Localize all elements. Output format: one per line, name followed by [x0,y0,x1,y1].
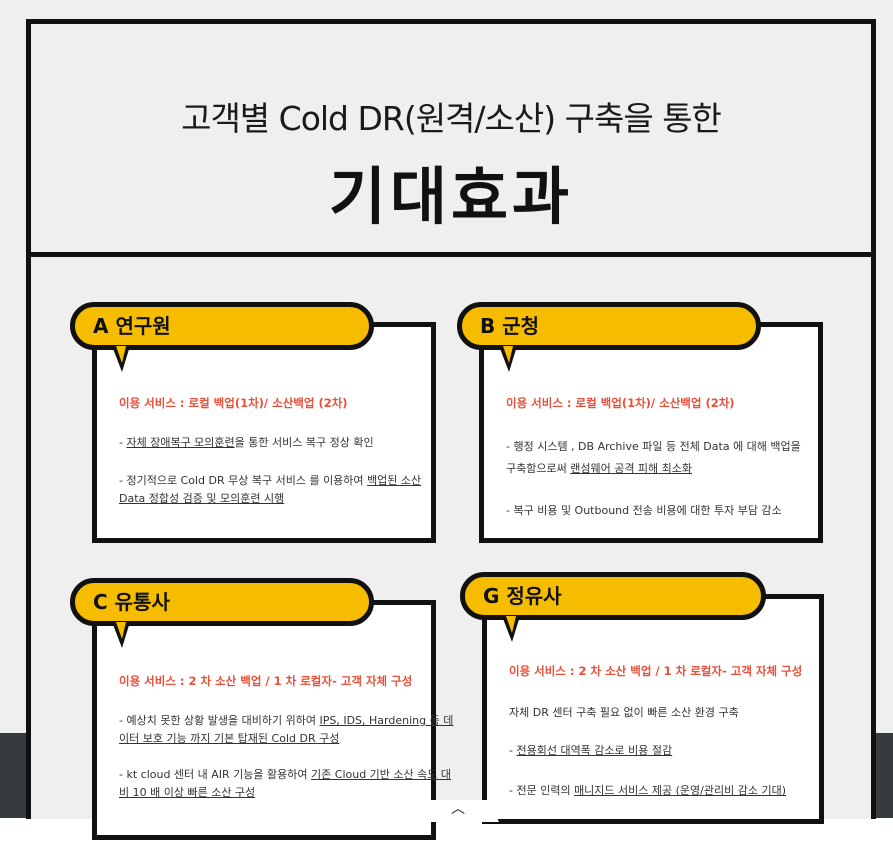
effect-line: 비 10 배 이상 빠른 소산 구성 [119,786,256,799]
tab-tail [116,622,126,639]
effect-line: - 자체 장애복구 모의훈련을 통한 서비스 복구 정상 확인 [119,436,374,449]
service-text: 이용 서비스 : 로컬 백업(1차)/ 소산백업 (2차) [119,396,348,410]
effect-line: 자체 DR 센터 구축 필요 없이 빠른 소산 환경 구축 [509,706,739,719]
effect-line: - 예상치 못한 상황 발생을 대비하기 위하여 IPS, IDS, Harde… [119,714,454,727]
card-g: 이용 서비스 : 2 차 소산 백업 / 1 차 로컬자- 고객 자체 구성 자… [482,594,824,824]
page-title: 기대효과 [328,160,574,233]
service-text: 이용 서비스 : 2 차 소산 백업 / 1 차 로컬자- 고객 자체 구성 [119,674,413,688]
effect-line: Data 정합성 검증 및 모의훈련 시행 [119,492,285,505]
chevron-up-icon: ︿ [451,801,465,817]
card-g-tab: G 정유사 [460,572,766,620]
effect-line: 구축함으로써 랜섬웨어 공격 피해 최소화 [506,462,693,475]
effect-line: - 정기적으로 Cold DR 무상 복구 서비스 를 이용하여 백업된 소산 [119,474,422,487]
card-b: 이용 서비스 : 로컬 백업(1차)/ 소산백업 (2차) - 행정 시스템 ,… [479,322,823,543]
effect-line: - kt cloud 센터 내 AIR 기능을 활용하여 기존 Cloud 기반… [119,768,452,781]
tab-tail [503,346,513,363]
panel-header: 고객별 Cold DR(원격/소산) 구축을 통한 기대효과 [31,24,871,257]
card-c: 이용 서비스 : 2 차 소산 백업 / 1 차 로컬자- 고객 자체 구성 -… [92,600,453,840]
card-c-tab: C 유통사 [70,578,374,626]
tab-tail [116,346,126,363]
card-a: 이용 서비스 : 로컬 백업(1차)/ 소산백업 (2차) - 자체 장애복구 … [92,322,436,543]
effect-line: 이터 보호 기능 까지 기본 탑재된 Cold DR 구성 [119,732,340,745]
service-text: 이용 서비스 : 로컬 백업(1차)/ 소산백업 (2차) [506,396,735,410]
card-b-tab: B 군청 [457,302,761,350]
service-text: 이용 서비스 : 2 차 소산 백업 / 1 차 로컬자- 고객 자체 구성 [509,664,803,678]
page-subtitle: 고객별 Cold DR(원격/소산) 구축을 통한 [181,99,722,138]
scroll-to-top-button[interactable]: ︿ [417,800,499,822]
effect-line: - 복구 비용 및 Outbound 전송 비용에 대한 투자 부담 감소 [506,504,782,517]
tab-tail [506,616,516,633]
effect-line: - 전문 인력의 매니지드 서비스 제공 (운영/관리비 감소 기대) [509,784,786,797]
effect-line: - 행정 시스템 , DB Archive 파일 등 전체 Data 에 대해 … [506,440,801,453]
card-a-tab: A 연구원 [70,302,374,350]
effect-line: - 전용회선 대역폭 감소로 비용 절감 [509,744,673,757]
